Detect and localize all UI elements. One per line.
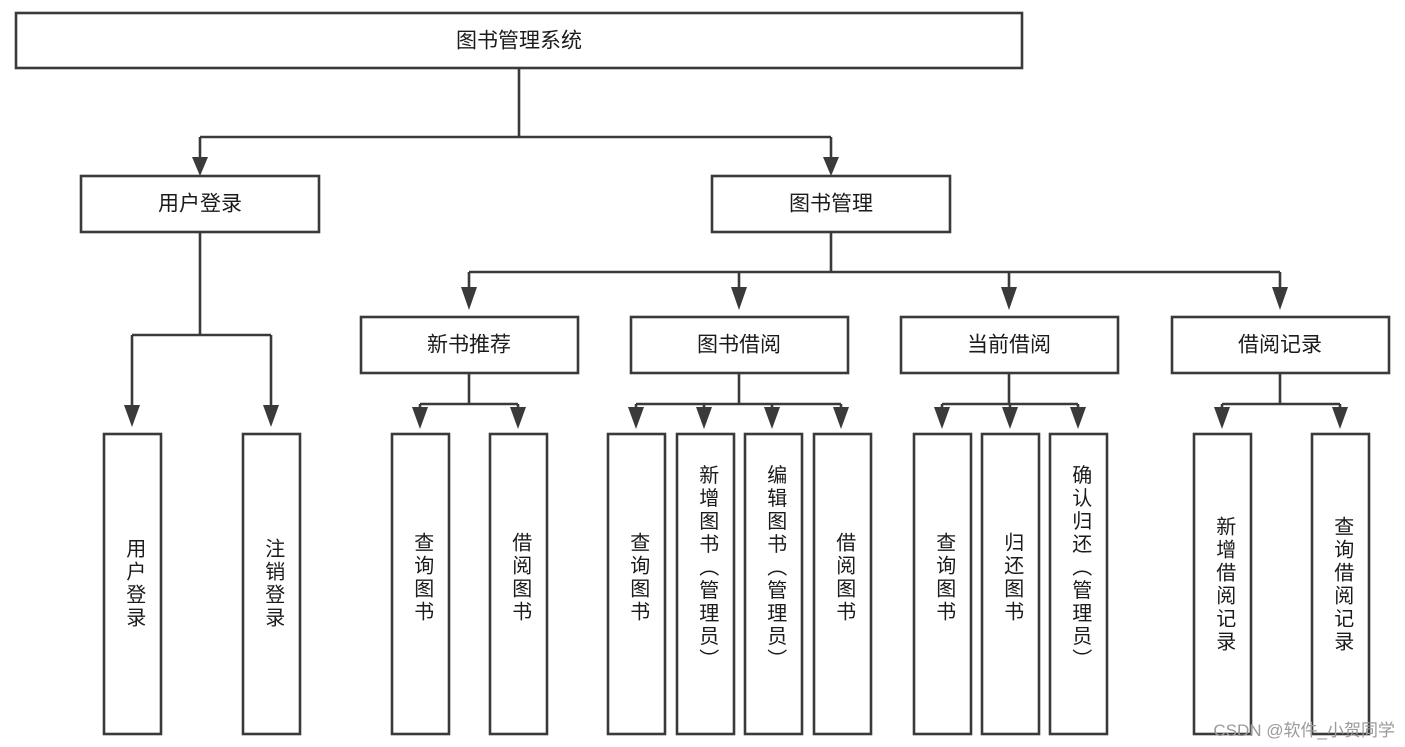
node-book-borrow[interactable]: 图书借阅 — [629, 315, 850, 375]
node-user-login-box[interactable] — [79, 174, 321, 234]
node-leaf-borrow-book-1-box[interactable] — [488, 432, 549, 736]
node-leaf-query-record-box[interactable] — [1310, 432, 1371, 736]
arrowhead-book-borrow — [731, 287, 747, 310]
node-leaf-edit-book-box[interactable] — [743, 432, 804, 736]
node-new-book-recommend-label: 新书推荐 — [427, 334, 511, 357]
arrowhead-leaf-borrow-book-1 — [510, 407, 526, 429]
node-new-book-recommend[interactable]: 新书推荐 — [359, 315, 580, 375]
node-leaf-add-book-label: 新增图书（管理员） — [696, 464, 719, 671]
node-leaf-add-record-label: 新增借阅记录 — [1213, 516, 1236, 654]
node-current-borrow[interactable]: 当前借阅 — [899, 315, 1120, 375]
node-leaf-query-book-1[interactable]: 查询图书 — [390, 432, 451, 736]
node-leaf-add-record[interactable]: 新增借阅记录 — [1192, 432, 1253, 736]
node-leaf-user-logout[interactable]: 注销登录 — [241, 432, 302, 736]
node-leaf-query-book-3-box[interactable] — [912, 432, 973, 736]
node-book-borrow-label: 图书借阅 — [697, 334, 781, 357]
arrowhead-leaf-add-book — [696, 407, 712, 429]
arrowhead-leaf-user-login — [124, 405, 140, 427]
node-leaf-user-logout-label: 注销登录 — [262, 538, 285, 630]
node-leaf-query-book-2-box[interactable] — [606, 432, 667, 736]
node-book-manage-box[interactable] — [710, 174, 952, 234]
node-user-login-label: 用户登录 — [158, 193, 242, 216]
node-leaf-return-book-box[interactable] — [980, 432, 1041, 736]
node-leaf-query-book-3[interactable]: 查询图书 — [912, 432, 973, 736]
node-leaf-query-book-1-label: 查询图书 — [411, 532, 434, 624]
arrowhead-user-login — [192, 157, 208, 176]
arrowhead-leaf-confirm-return — [1070, 407, 1086, 429]
arrowhead-new-book-recommend — [461, 287, 477, 310]
node-leaf-user-logout-box[interactable] — [241, 432, 302, 736]
node-root-label: 图书管理系统 — [456, 30, 582, 53]
node-leaf-edit-book[interactable]: 编辑图书（管理员） — [743, 432, 804, 736]
node-root[interactable]: 图书管理系统 — [14, 11, 1024, 70]
node-leaf-confirm-return-box[interactable] — [1048, 432, 1109, 736]
arrowhead-borrow-record — [1272, 287, 1288, 310]
arrowhead-leaf-query-book-3 — [934, 407, 950, 429]
node-leaf-user-login[interactable]: 用户登录 — [102, 432, 163, 736]
node-borrow-record-box[interactable] — [1170, 315, 1391, 375]
node-leaf-query-record[interactable]: 查询借阅记录 — [1310, 432, 1371, 736]
node-leaf-add-book-box[interactable] — [675, 432, 736, 736]
node-leaf-user-login-label: 用户登录 — [123, 538, 146, 630]
node-leaf-borrow-book-2[interactable]: 借阅图书 — [812, 432, 873, 736]
node-leaf-query-book-3-label: 查询图书 — [933, 532, 956, 624]
node-leaf-query-book-1-box[interactable] — [390, 432, 451, 736]
arrowhead-leaf-query-book-2 — [628, 407, 644, 429]
node-leaf-add-record-box[interactable] — [1192, 432, 1253, 736]
node-leaf-return-book[interactable]: 归还图书 — [980, 432, 1041, 736]
node-new-book-recommend-box[interactable] — [359, 315, 580, 375]
node-book-manage-label: 图书管理 — [789, 193, 873, 216]
arrowhead-current-borrow — [1001, 287, 1017, 310]
node-leaf-confirm-return[interactable]: 确认归还（管理员） — [1048, 432, 1109, 736]
connector-layer — [124, 68, 1348, 429]
node-leaf-user-login-box[interactable] — [102, 432, 163, 736]
node-current-borrow-label: 当前借阅 — [967, 334, 1051, 357]
node-leaf-return-book-label: 归还图书 — [1001, 532, 1024, 624]
arrowhead-book-manage — [823, 157, 839, 176]
node-leaf-borrow-book-2-box[interactable] — [812, 432, 873, 736]
node-current-borrow-box[interactable] — [899, 315, 1120, 375]
node-leaf-add-book[interactable]: 新增图书（管理员） — [675, 432, 736, 736]
node-leaf-query-book-2-label: 查询图书 — [627, 532, 650, 624]
node-book-borrow-box[interactable] — [629, 315, 850, 375]
arrowhead-leaf-return-book — [1002, 407, 1018, 429]
node-leaf-borrow-book-1-label: 借阅图书 — [509, 532, 532, 624]
node-borrow-record-label: 借阅记录 — [1238, 334, 1322, 357]
node-leaf-query-record-label: 查询借阅记录 — [1331, 516, 1354, 654]
arrowhead-leaf-add-record — [1214, 407, 1230, 429]
node-book-manage[interactable]: 图书管理 — [710, 174, 952, 234]
node-user-login[interactable]: 用户登录 — [79, 174, 321, 234]
node-leaf-edit-book-label: 编辑图书（管理员） — [764, 464, 787, 671]
node-borrow-record[interactable]: 借阅记录 — [1170, 315, 1391, 375]
node-leaf-confirm-return-label: 确认归还（管理员） — [1069, 464, 1092, 671]
node-leaf-borrow-book-1[interactable]: 借阅图书 — [488, 432, 549, 736]
node-root-box[interactable] — [14, 11, 1024, 70]
node-leaf-borrow-book-2-label: 借阅图书 — [833, 532, 856, 624]
arrowhead-leaf-edit-book — [764, 407, 780, 429]
arrowhead-leaf-query-book-1 — [412, 407, 428, 429]
node-leaf-query-book-2[interactable]: 查询图书 — [606, 432, 667, 736]
arrowhead-leaf-user-logout — [263, 405, 279, 427]
arrowhead-leaf-borrow-book-2 — [833, 407, 849, 429]
arrowhead-leaf-query-record — [1332, 407, 1348, 429]
